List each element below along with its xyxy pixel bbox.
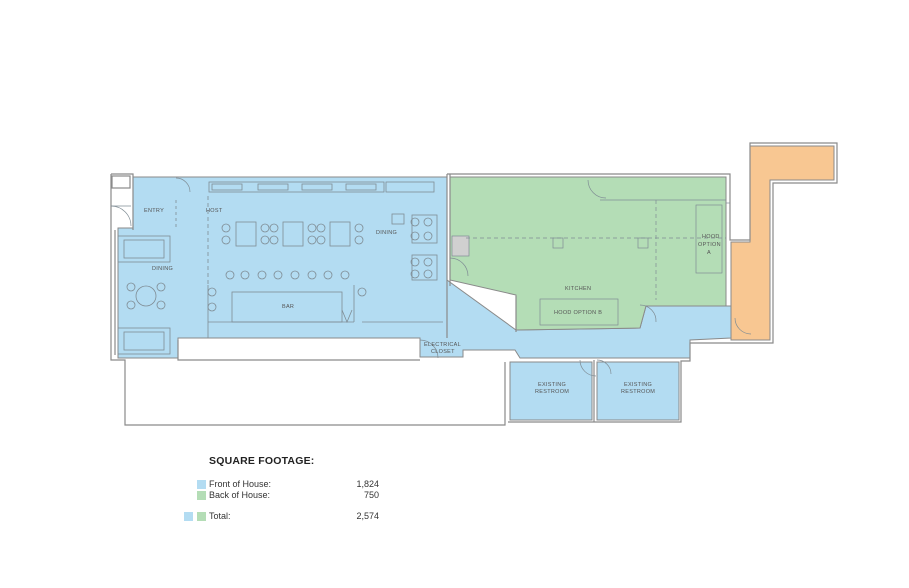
label-dining-main: DINING <box>376 230 397 236</box>
walls <box>110 142 838 426</box>
label-hood-option-a-1: HOOD <box>702 234 720 240</box>
label-kitchen: KITCHEN <box>565 286 591 292</box>
legend-back-label: Back of House: <box>209 490 271 500</box>
legend-title: SQUARE FOOTAGE: <box>209 455 315 467</box>
legend-front-value: 1,824 <box>356 479 379 489</box>
legend-row-back: Back of House: 750 <box>182 490 442 501</box>
doors <box>110 177 752 377</box>
label-restroom-2a: EXISTING <box>624 382 652 388</box>
label-entry: ENTRY <box>144 208 164 214</box>
total-swatch-back <box>197 512 206 521</box>
legend-back-value: 750 <box>363 490 379 500</box>
furniture <box>117 181 443 355</box>
restroom-1 <box>509 361 593 421</box>
legend-row-total: Total: 2,574 <box>182 511 442 522</box>
label-dining-left: DINING <box>152 266 173 272</box>
label-bar: BAR <box>282 304 294 310</box>
back-swatch <box>197 491 206 500</box>
legend-row-front: Front of House: 1,824 <box>182 479 442 490</box>
legend-total-label: Total: <box>209 511 231 521</box>
front-swatch <box>197 480 206 489</box>
kitchen-details <box>451 199 730 326</box>
label-hood-option-b: HOOD OPTION B <box>554 310 602 316</box>
label-restroom-1a: EXISTING <box>538 382 566 388</box>
square-footage-legend: SQUARE FOOTAGE: Front of House: 1,824 Ba… <box>182 455 442 522</box>
label-hood-option-a-3: A <box>707 250 711 256</box>
label-host: HOST <box>206 208 223 214</box>
label-electrical-1: ELECTRICAL <box>424 342 461 348</box>
label-restroom-2b: RESTROOM <box>621 389 655 395</box>
legend-total-value: 2,574 <box>356 511 379 521</box>
total-swatch-front <box>184 512 193 521</box>
back-of-house-area <box>449 176 727 331</box>
label-restroom-1b: RESTROOM <box>535 389 569 395</box>
label-hood-option-a-2: OPTION <box>698 242 721 248</box>
label-electrical-2: CLOSET <box>431 349 455 355</box>
exterior-area <box>730 145 835 341</box>
legend-front-label: Front of House: <box>209 479 272 489</box>
